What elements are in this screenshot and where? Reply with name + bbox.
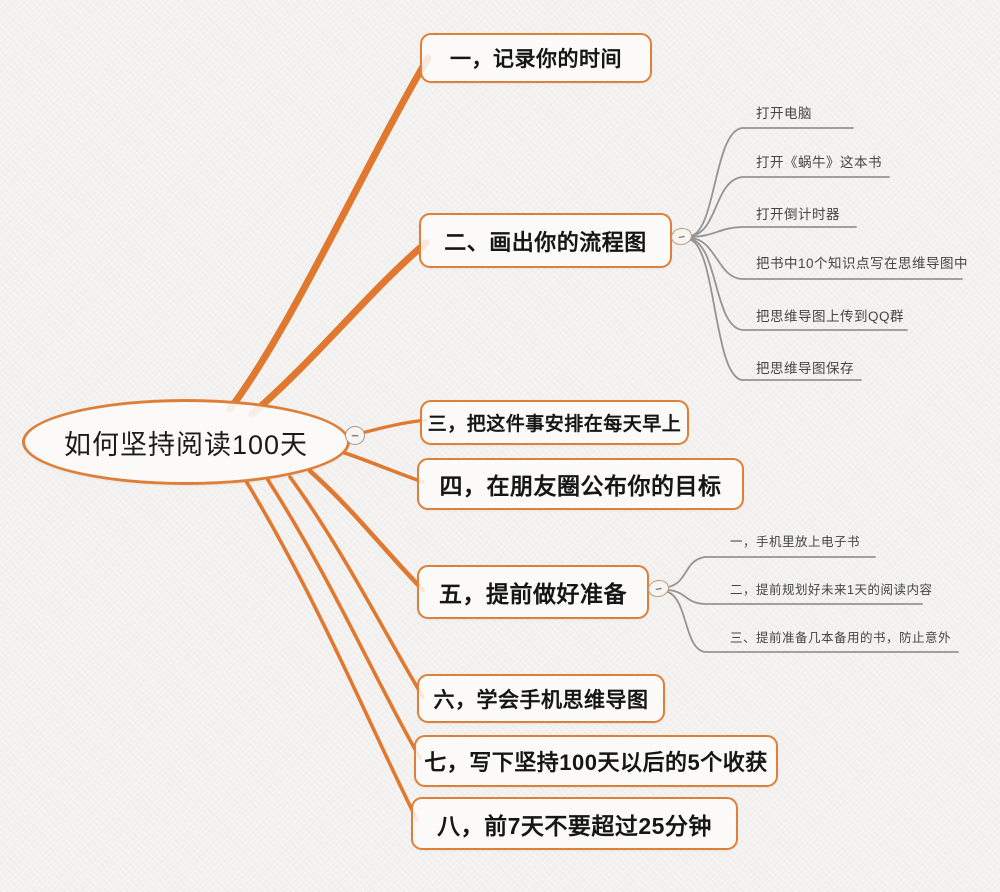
- collapse-icon-root[interactable]: −: [345, 426, 365, 445]
- branch-line-2: [248, 239, 430, 418]
- subitem-2-3[interactable]: 打开倒计时器: [756, 207, 840, 222]
- subitem-2-2[interactable]: 打开《蜗牛》这本书: [756, 155, 882, 170]
- branch-line-8: [244, 479, 419, 822]
- branch-line-6: [288, 475, 425, 699]
- collapse-icon-branch-2[interactable]: −: [669, 226, 694, 247]
- branch-node-2[interactable]: 二、画出你的流程图: [419, 213, 672, 268]
- branch-node-3[interactable]: 三，把这件事安排在每天早上: [420, 400, 689, 445]
- subitem-5-2[interactable]: 二，提前规划好未来1天的阅读内容: [730, 583, 933, 597]
- subitem-2-5[interactable]: 把思维导图上传到QQ群: [756, 309, 905, 324]
- subitem-5-1[interactable]: 一，手机里放上电子书: [730, 535, 861, 549]
- subitem-5-3[interactable]: 三、提前准备几本备用的书，防止意外: [730, 631, 952, 645]
- subitem-2-6[interactable]: 把思维导图保存: [756, 361, 854, 376]
- branch-node-4[interactable]: 四，在朋友圈公布你的目标: [417, 458, 744, 510]
- root-node[interactable]: 如何坚持阅读100天: [22, 399, 350, 485]
- branch-node-7[interactable]: 七，写下坚持100天以后的5个收获: [414, 735, 778, 787]
- branch-node-5[interactable]: 五，提前做好准备: [417, 565, 649, 619]
- subitem-2-1[interactable]: 打开电脑: [756, 106, 812, 121]
- branch-node-8[interactable]: 八，前7天不要超过25分钟: [411, 797, 738, 850]
- branch-node-1[interactable]: 一，记录你的时间: [420, 33, 652, 83]
- branch-line-4: [340, 450, 425, 484]
- branch-node-6[interactable]: 六，学会手机思维导图: [417, 674, 665, 723]
- sub-line-2-3: [690, 226, 857, 238]
- branch-line-5: [307, 468, 426, 593]
- collapse-icon-branch-5[interactable]: −: [646, 578, 671, 599]
- branch-line-7: [266, 478, 422, 760]
- branch-line-1: [226, 54, 432, 413]
- subitem-2-4[interactable]: 把书中10个知识点写在思维导图中: [756, 256, 969, 271]
